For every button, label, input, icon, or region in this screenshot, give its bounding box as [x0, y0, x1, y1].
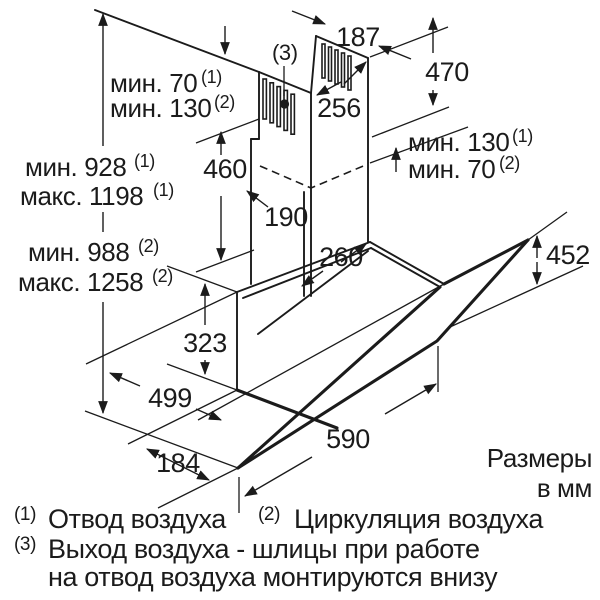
dim-top-depth: 499: [148, 383, 192, 413]
footnote-2-sup: (2): [258, 504, 280, 525]
svg-text:мин. 928: мин. 928: [25, 152, 126, 182]
svg-text:мин. 70: мин. 70: [110, 68, 197, 98]
hood-body: [235, 238, 530, 470]
dim-ceiling-gap: мин. 70 (1) мин. 130 (2): [110, 67, 235, 123]
svg-text:(1): (1): [134, 151, 155, 171]
chimney-duct: [250, 35, 369, 297]
footnote-3-continuation: на отвод воздуха монтируются внизу: [48, 562, 498, 592]
dim-right-gap: мин. 130 (1) мин. 70 (2): [408, 126, 533, 184]
svg-text:(2): (2): [214, 92, 235, 112]
ceiling-line: [94, 9, 260, 73]
vent-slots-left: [262, 78, 296, 135]
dim-duct-face-width: 256: [317, 93, 361, 123]
footnote-3-sup: (3): [14, 534, 36, 555]
svg-text:мин. 988: мин. 988: [28, 237, 129, 267]
dim-total-height-exhaust: мин. 928 (1) макс. 1198 (1): [20, 151, 174, 211]
svg-text:в мм: в мм: [537, 473, 592, 503]
dim-lower-duct-front-width: 260: [319, 242, 363, 272]
svg-text:мин. 130: мин. 130: [110, 93, 211, 123]
dim-lower-duct-left-width: 190: [264, 202, 308, 232]
svg-text:Размеры: Размеры: [487, 443, 592, 473]
svg-text:мин. 70: мин. 70: [408, 154, 495, 184]
dim-top-width: 187: [336, 22, 380, 52]
footnote-1-text: Отвод воздуха: [48, 504, 227, 534]
dim-total-height-recirc: мин. 988 (2) макс. 1258 (2): [18, 236, 173, 297]
svg-text:макс. 1258: макс. 1258: [18, 267, 143, 297]
svg-text:(1): (1): [201, 67, 222, 87]
vent-leader-dot: [279, 99, 290, 109]
vent-ref-label: (3): [272, 40, 298, 65]
footnote-3-text: Выход воздуха - шлицы при работе: [48, 534, 480, 564]
footnotes: (1) Отвод воздуха (2) Циркуляция воздуха…: [14, 504, 545, 592]
dim-width: 590: [326, 424, 370, 454]
dim-lower-duct-height: 460: [203, 154, 247, 184]
svg-text:(1): (1): [512, 126, 533, 146]
svg-text:мин. 130: мин. 130: [408, 127, 509, 157]
dim-bottom-depth: 184: [156, 448, 200, 478]
svg-text:(2): (2): [152, 266, 173, 286]
svg-text:макс. 1198: макс. 1198: [20, 181, 143, 211]
footnote-1-sup: (1): [14, 504, 36, 525]
svg-text:(2): (2): [138, 236, 159, 256]
inclined-screen: [236, 238, 530, 470]
dim-body-height: 323: [183, 328, 227, 358]
footnote-2-text: Циркуляция воздуха: [294, 504, 544, 534]
dim-screen-height: 452: [546, 240, 590, 270]
dimension-lines: [84, 10, 584, 513]
telescope-overlap-dashed: [259, 163, 369, 189]
vent-slots-right: [321, 43, 352, 91]
svg-text:(1): (1): [153, 180, 174, 200]
svg-text:(2): (2): [499, 153, 520, 173]
dim-upper-duct-height: 470: [425, 57, 469, 87]
units-note: Размеры в мм: [487, 443, 593, 503]
